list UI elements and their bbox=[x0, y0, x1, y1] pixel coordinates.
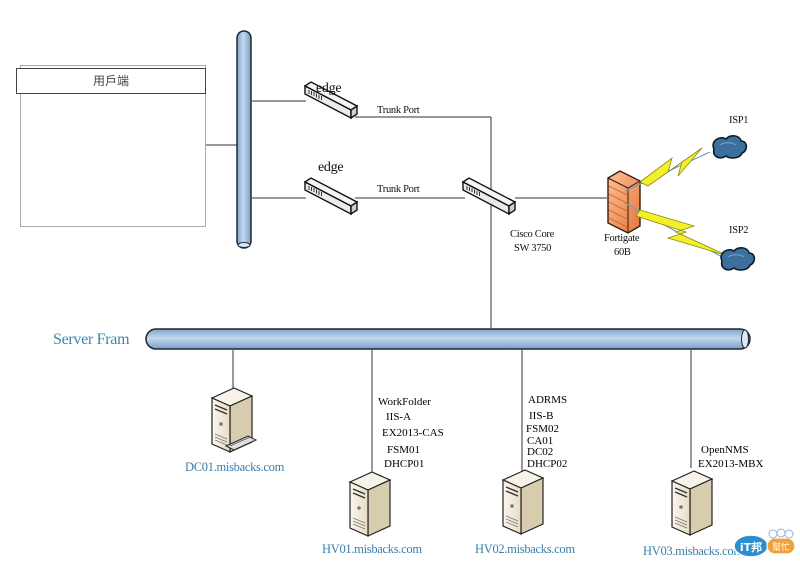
hv02-host-label: HV02.misbacks.com bbox=[475, 542, 575, 556]
role-item: IIS-A bbox=[386, 411, 412, 423]
server-farm-bus bbox=[145, 328, 751, 350]
isp2-label: ISP2 bbox=[729, 225, 749, 236]
hv01-server-icon bbox=[349, 471, 391, 537]
core-switch-label-line1: Cisco Core bbox=[510, 229, 554, 240]
hv03-server-icon bbox=[671, 470, 713, 536]
role-item: EX2013-CAS bbox=[382, 427, 444, 439]
role-item: FSM01 bbox=[387, 444, 421, 456]
connection-lines bbox=[204, 100, 692, 478]
role-item: OpenNMS bbox=[701, 444, 749, 456]
watermark-main-text: iT邦 bbox=[740, 540, 762, 554]
role-item: IIS-B bbox=[529, 410, 554, 422]
dc01-server-icon bbox=[211, 387, 258, 453]
firewall-label-line1: Fortigate bbox=[604, 233, 640, 244]
dc01-host-label: DC01.misbacks.com bbox=[185, 460, 285, 474]
role-item: EX2013-MBX bbox=[698, 458, 764, 470]
isp2-cloud-icon bbox=[720, 246, 756, 271]
hv02-server-icon bbox=[502, 469, 544, 535]
isp1-label: ISP1 bbox=[729, 115, 749, 126]
hv01-host-label: HV01.misbacks.com bbox=[322, 542, 422, 556]
role-item: CA01 bbox=[527, 434, 554, 447]
hv03-role-list: OpenNMS EX2013-MBX bbox=[698, 443, 763, 471]
edge-switch-2-label: edge bbox=[318, 160, 344, 175]
server-farm-title: Server Fram bbox=[53, 331, 130, 348]
edge-switch-1-label: edge bbox=[316, 81, 342, 96]
ithome-watermark-logo: iT邦 幫忙 bbox=[733, 528, 797, 558]
role-item: WorkFolder bbox=[378, 396, 431, 408]
role-item: DC02 bbox=[527, 446, 554, 458]
role-item: ADRMS bbox=[528, 394, 568, 406]
firewall-icon bbox=[607, 170, 641, 234]
wan-link-isp1 bbox=[624, 147, 711, 192]
watermark-side-text: 幫忙 bbox=[772, 541, 790, 553]
client-group-title: 用戶端 bbox=[16, 68, 206, 94]
hv02-role-list: ADRMS IIS-B FSM02 CA01 DC02 DHCP02 bbox=[526, 393, 567, 470]
core-switch-label-line2: SW 3750 bbox=[514, 243, 552, 254]
hv01-role-list: WorkFolder IIS-A EX2013-CAS FSM01 DHCP01 bbox=[378, 394, 444, 471]
isp1-cloud-icon bbox=[712, 134, 748, 159]
edge-switch-2-icon bbox=[304, 177, 358, 215]
core-switch-icon bbox=[462, 177, 516, 215]
lan-backbone-bus bbox=[236, 30, 252, 249]
role-item: DHCP01 bbox=[384, 458, 425, 470]
hv03-host-label: HV03.misbacks.com bbox=[643, 544, 743, 558]
role-item: DHCP02 bbox=[527, 457, 568, 470]
trunk-port-1-label: Trunk Port bbox=[377, 105, 420, 116]
wan-link-isp2 bbox=[624, 202, 729, 258]
firewall-label-line2: 60B bbox=[614, 247, 631, 258]
role-item: FSM02 bbox=[526, 423, 560, 435]
trunk-port-2-label: Trunk Port bbox=[377, 184, 420, 195]
